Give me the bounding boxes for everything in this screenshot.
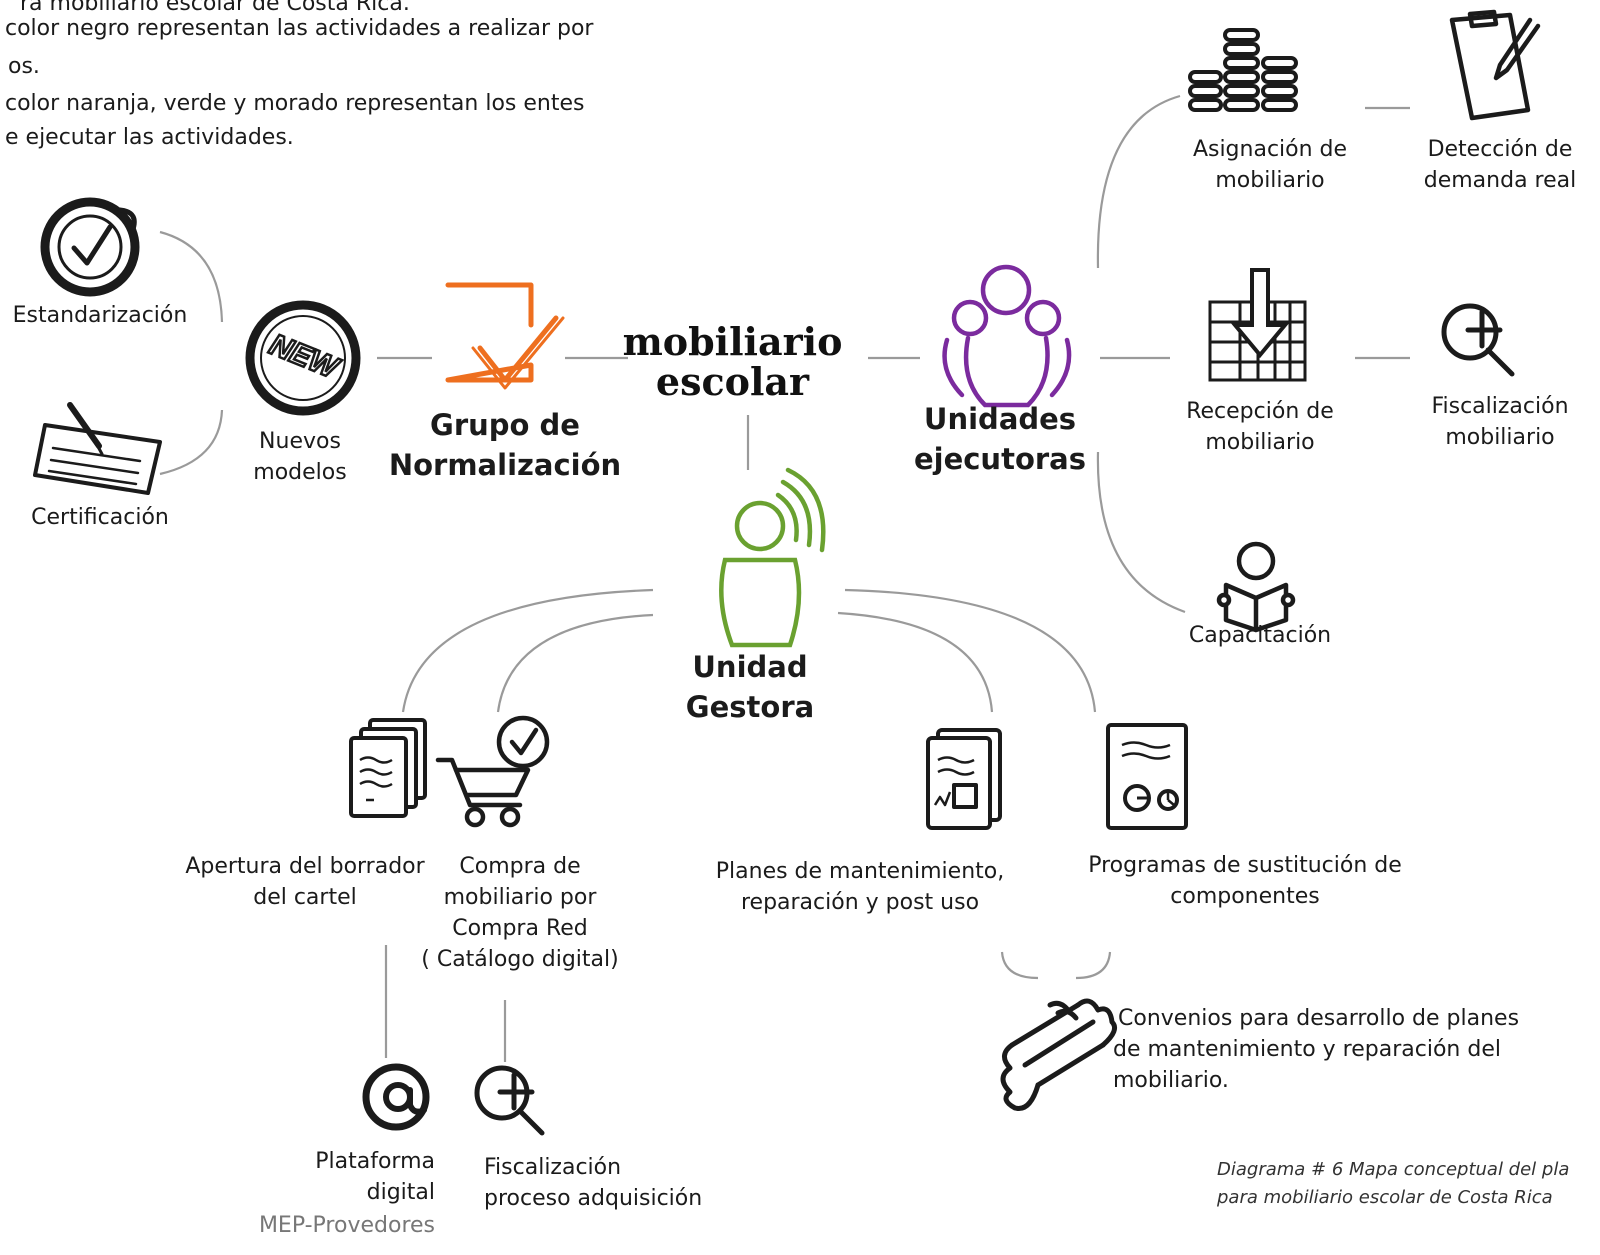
orange-checklist-icon xyxy=(445,282,565,390)
connector-unidades-capacitacion xyxy=(1096,451,1186,614)
intro-line-2: color negro representan las actividades … xyxy=(5,16,594,41)
connector-gestora-programas xyxy=(844,588,1097,713)
certificate-pen-icon xyxy=(33,402,162,495)
magnifier-plus-icon xyxy=(1441,303,1515,377)
check-badge-icon xyxy=(40,197,140,297)
label-planes-line-1: Planes de mantenimiento, xyxy=(715,859,1005,884)
connector-certificacion xyxy=(159,409,224,476)
purple-people-group-icon xyxy=(942,264,1072,408)
connector-programas-convenios xyxy=(1075,951,1112,980)
document-chart-icon xyxy=(1106,723,1188,830)
caption-line-2: para mobiliario escolar de Costa Rica xyxy=(1217,1187,1553,1208)
new-badge-icon: NEW xyxy=(245,300,361,416)
label-programas-line-1: Programas de sustitución de xyxy=(1088,853,1402,878)
label-deteccion-line-1: Detección de xyxy=(1427,137,1573,162)
label-fiscal-proc-line-1: Fiscalización xyxy=(484,1155,622,1180)
label-convenios-line-2: de mantenimiento y reparación del xyxy=(1113,1037,1501,1062)
svg-text:NEW: NEW xyxy=(265,328,345,386)
label-fiscal-proc-line-2: proceso adquisición xyxy=(484,1186,703,1211)
label-compra-line-3: Compra Red xyxy=(452,916,588,941)
clipboard-pencil-icon xyxy=(1449,9,1541,121)
connector-unidades-asignacion xyxy=(1096,94,1181,269)
label-apertura-line-1: Apertura del borrador xyxy=(185,854,425,879)
connectors xyxy=(159,94,1410,1062)
label-asignacion-line-1: Asignación de xyxy=(1192,137,1348,162)
label-grupo-line-2: Normalización xyxy=(388,448,622,482)
central-title-line-1: mobiliario xyxy=(622,319,843,364)
report-stack-icon xyxy=(926,728,1002,830)
handshake-icon xyxy=(1000,998,1117,1111)
cart-check-icon xyxy=(435,715,550,828)
intro-line-4: color naranja, verde y morado representa… xyxy=(5,91,585,116)
label-apertura-line-2: del cartel xyxy=(253,885,357,910)
label-convenios-line-1: Convenios para desarrollo de planes xyxy=(1118,1006,1520,1031)
label-fiscal-mob-line-2: mobiliario xyxy=(1445,425,1555,450)
spreadsheet-download-icon xyxy=(1208,268,1307,382)
label-compra-line-2: mobiliario por xyxy=(443,885,597,910)
label-compra-line-1: Compra de xyxy=(459,854,581,879)
intro-line-1: ra mobiliario escolar de Costa Rica. xyxy=(20,0,410,16)
label-asignacion-line-2: mobiliario xyxy=(1215,168,1325,193)
label-capacitacion: Capacitación xyxy=(1188,623,1332,648)
label-plataforma-line-1: Plataforma xyxy=(315,1149,435,1174)
intro-line-3: os. xyxy=(8,54,40,79)
label-programas-line-2: componentes xyxy=(1170,884,1320,909)
label-planes-line-2: reparación y post uso xyxy=(740,890,980,915)
connector-gestora-compra xyxy=(496,613,654,713)
label-fiscal-mob-line-1: Fiscalización xyxy=(1431,394,1569,419)
label-nuevos-line-2: modelos xyxy=(253,460,347,485)
connector-gestora-apertura xyxy=(401,588,654,713)
label-deteccion-line-2: demanda real xyxy=(1423,168,1577,193)
label-compra-line-4: ( Catálogo digital) xyxy=(421,947,619,972)
label-plataforma-line-3: MEP-Provedores xyxy=(258,1213,435,1238)
intro-line-5: e ejecutar las actividades. xyxy=(5,125,294,150)
label-plataforma-line-2: digital xyxy=(366,1180,435,1205)
label-unidades-line-2: ejecutoras xyxy=(913,442,1087,476)
document-stack-icon xyxy=(349,718,427,818)
magnifier-plus-icon-2 xyxy=(474,1065,545,1136)
label-recepcion-line-1: Recepción de xyxy=(1186,399,1334,424)
label-gestora-line-2: Gestora xyxy=(685,690,815,724)
label-recepcion-line-2: mobiliario xyxy=(1205,430,1315,455)
label-grupo-line-1: Grupo de xyxy=(430,408,580,442)
label-estandarizacion: Estandarización xyxy=(12,303,188,328)
label-nuevos-line-1: Nuevos xyxy=(259,429,341,454)
label-gestora-line-1: Unidad xyxy=(692,650,808,684)
stacked-coins-icon xyxy=(1188,28,1298,112)
label-convenios-line-3: mobiliario. xyxy=(1113,1068,1229,1093)
label-unidades-line-1: Unidades xyxy=(923,402,1077,436)
connector-planes-convenios xyxy=(1000,951,1039,980)
caption-line-1: Diagrama # 6 Mapa conceptual del pla xyxy=(1217,1159,1570,1180)
label-certificacion: Certificación xyxy=(31,505,169,530)
central-title-line-2: escolar xyxy=(655,359,810,404)
connector-gestora-planes xyxy=(837,611,994,713)
at-sign-icon xyxy=(362,1063,430,1131)
green-person-broadcast-icon xyxy=(719,467,826,648)
reading-person-icon xyxy=(1216,541,1296,633)
connector-estandarizacion xyxy=(159,230,224,323)
